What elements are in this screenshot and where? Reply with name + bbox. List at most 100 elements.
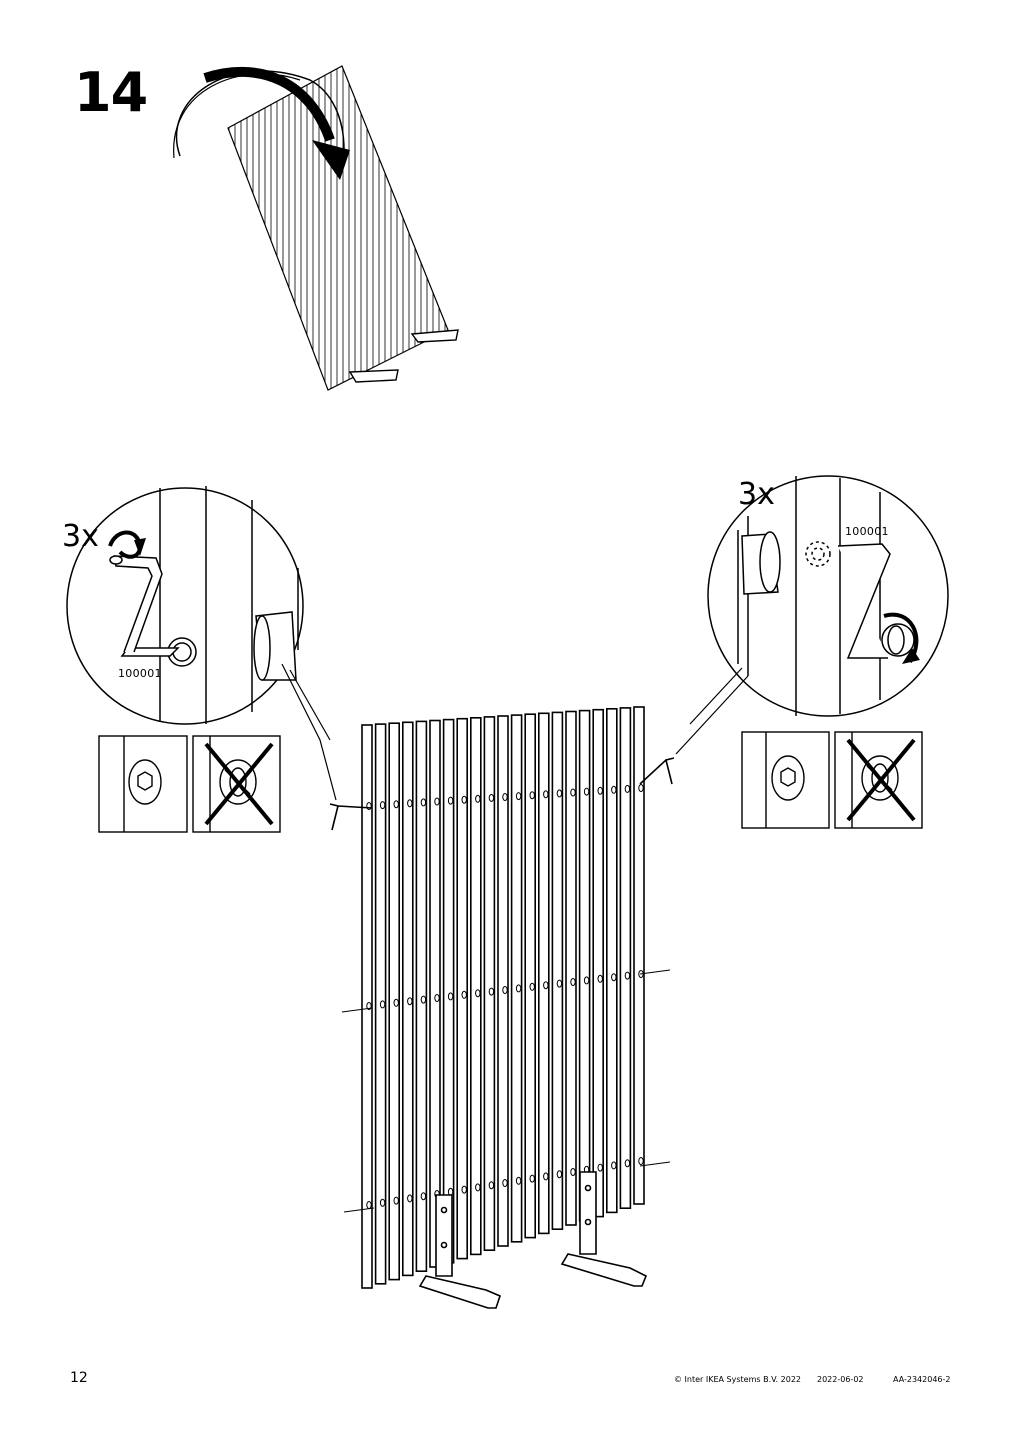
cross-out-icon bbox=[846, 738, 916, 822]
rotate-arrow-icon bbox=[173, 66, 350, 180]
bolt bbox=[366, 1201, 372, 1209]
bolt bbox=[556, 979, 563, 988]
copyright: © Inter IKEA Systems B.V. 2022 bbox=[674, 1375, 801, 1384]
bolt bbox=[393, 998, 399, 1007]
bolt bbox=[461, 795, 467, 804]
bolt bbox=[624, 784, 631, 793]
page-number: 12 bbox=[70, 1370, 88, 1386]
bolt bbox=[407, 1194, 413, 1203]
bolt bbox=[515, 1176, 522, 1185]
bolt bbox=[407, 997, 413, 1006]
bolt bbox=[543, 790, 549, 799]
bolt bbox=[488, 987, 495, 996]
bolt bbox=[624, 1159, 631, 1168]
bolt bbox=[488, 1181, 495, 1190]
allen-key-icon bbox=[329, 757, 675, 831]
slat bbox=[524, 713, 537, 1239]
bolt bbox=[475, 989, 481, 998]
inset-wrong-right bbox=[834, 731, 923, 829]
bolt bbox=[570, 1168, 576, 1176]
detail-circle-right bbox=[675, 475, 949, 755]
bolt bbox=[488, 793, 495, 802]
bolt bbox=[570, 788, 576, 797]
bolt bbox=[611, 785, 617, 794]
bolt bbox=[638, 1157, 644, 1165]
bolt-head-icon bbox=[780, 767, 796, 787]
slat bbox=[633, 706, 645, 1205]
bolt bbox=[420, 798, 427, 807]
bolt-head-icon bbox=[137, 771, 153, 791]
slat bbox=[415, 720, 428, 1273]
slat bbox=[578, 709, 591, 1222]
bolt bbox=[434, 994, 440, 1002]
screen-panel bbox=[361, 706, 645, 1289]
bolt bbox=[502, 1179, 508, 1187]
slat bbox=[619, 707, 632, 1210]
bolt bbox=[597, 786, 603, 795]
bolt bbox=[624, 971, 631, 980]
quantity-left: 3x bbox=[62, 519, 99, 554]
inset-correct-left bbox=[98, 735, 188, 833]
bolt bbox=[638, 784, 644, 792]
bolt bbox=[556, 789, 563, 798]
part-number-left: 100001 bbox=[118, 667, 162, 680]
bolt bbox=[583, 787, 590, 796]
document-code: AA-2342046-2 bbox=[893, 1375, 951, 1384]
step-number: 14 bbox=[74, 61, 148, 124]
insertion-lines bbox=[341, 969, 671, 1213]
cross-out-icon bbox=[204, 742, 274, 826]
slat bbox=[497, 715, 509, 1247]
slat bbox=[565, 710, 577, 1226]
slat bbox=[456, 717, 469, 1260]
inset-wrong-left bbox=[192, 735, 281, 833]
bolt bbox=[461, 1185, 467, 1194]
bolt bbox=[556, 1170, 563, 1179]
bolt bbox=[529, 1174, 535, 1183]
bolt bbox=[420, 995, 427, 1004]
bolt bbox=[515, 792, 522, 801]
quantity-right: 3x bbox=[738, 477, 775, 512]
bolt bbox=[529, 791, 535, 800]
bolt bbox=[475, 1183, 481, 1192]
document-date: 2022-06-02 bbox=[817, 1375, 864, 1384]
bolt bbox=[611, 973, 617, 982]
bolt bbox=[379, 801, 386, 810]
overview-screen bbox=[227, 65, 459, 391]
bolt bbox=[583, 976, 590, 985]
bolt bbox=[597, 974, 603, 983]
slat bbox=[429, 719, 441, 1268]
bolt bbox=[447, 992, 454, 1001]
bolt bbox=[407, 799, 413, 808]
foot-left bbox=[418, 1194, 501, 1309]
slat bbox=[537, 712, 550, 1235]
bolt bbox=[502, 986, 508, 994]
detail-circle-left bbox=[66, 486, 337, 801]
bolt bbox=[475, 794, 481, 803]
slat bbox=[469, 716, 482, 1256]
bolt bbox=[379, 1000, 386, 1009]
slat bbox=[510, 714, 523, 1243]
slat bbox=[483, 716, 496, 1252]
bolt bbox=[447, 796, 454, 805]
bolt bbox=[379, 1198, 386, 1207]
bolt bbox=[570, 978, 576, 986]
bolt bbox=[543, 981, 549, 990]
bolt bbox=[611, 1161, 617, 1170]
slat bbox=[592, 708, 605, 1218]
slat bbox=[605, 707, 618, 1214]
bolt bbox=[597, 1163, 603, 1172]
bolt bbox=[515, 984, 522, 993]
bolt bbox=[393, 800, 399, 809]
slat bbox=[551, 711, 564, 1231]
bolt bbox=[502, 793, 508, 801]
bolt bbox=[434, 797, 440, 806]
foot-right bbox=[560, 1171, 648, 1287]
bolt bbox=[420, 1192, 427, 1201]
bolt bbox=[543, 1172, 549, 1181]
bolt bbox=[529, 982, 535, 991]
part-number-right: 100001 bbox=[845, 525, 889, 538]
bolt bbox=[393, 1196, 399, 1205]
bolt bbox=[461, 990, 467, 999]
inset-correct-right bbox=[741, 731, 830, 829]
